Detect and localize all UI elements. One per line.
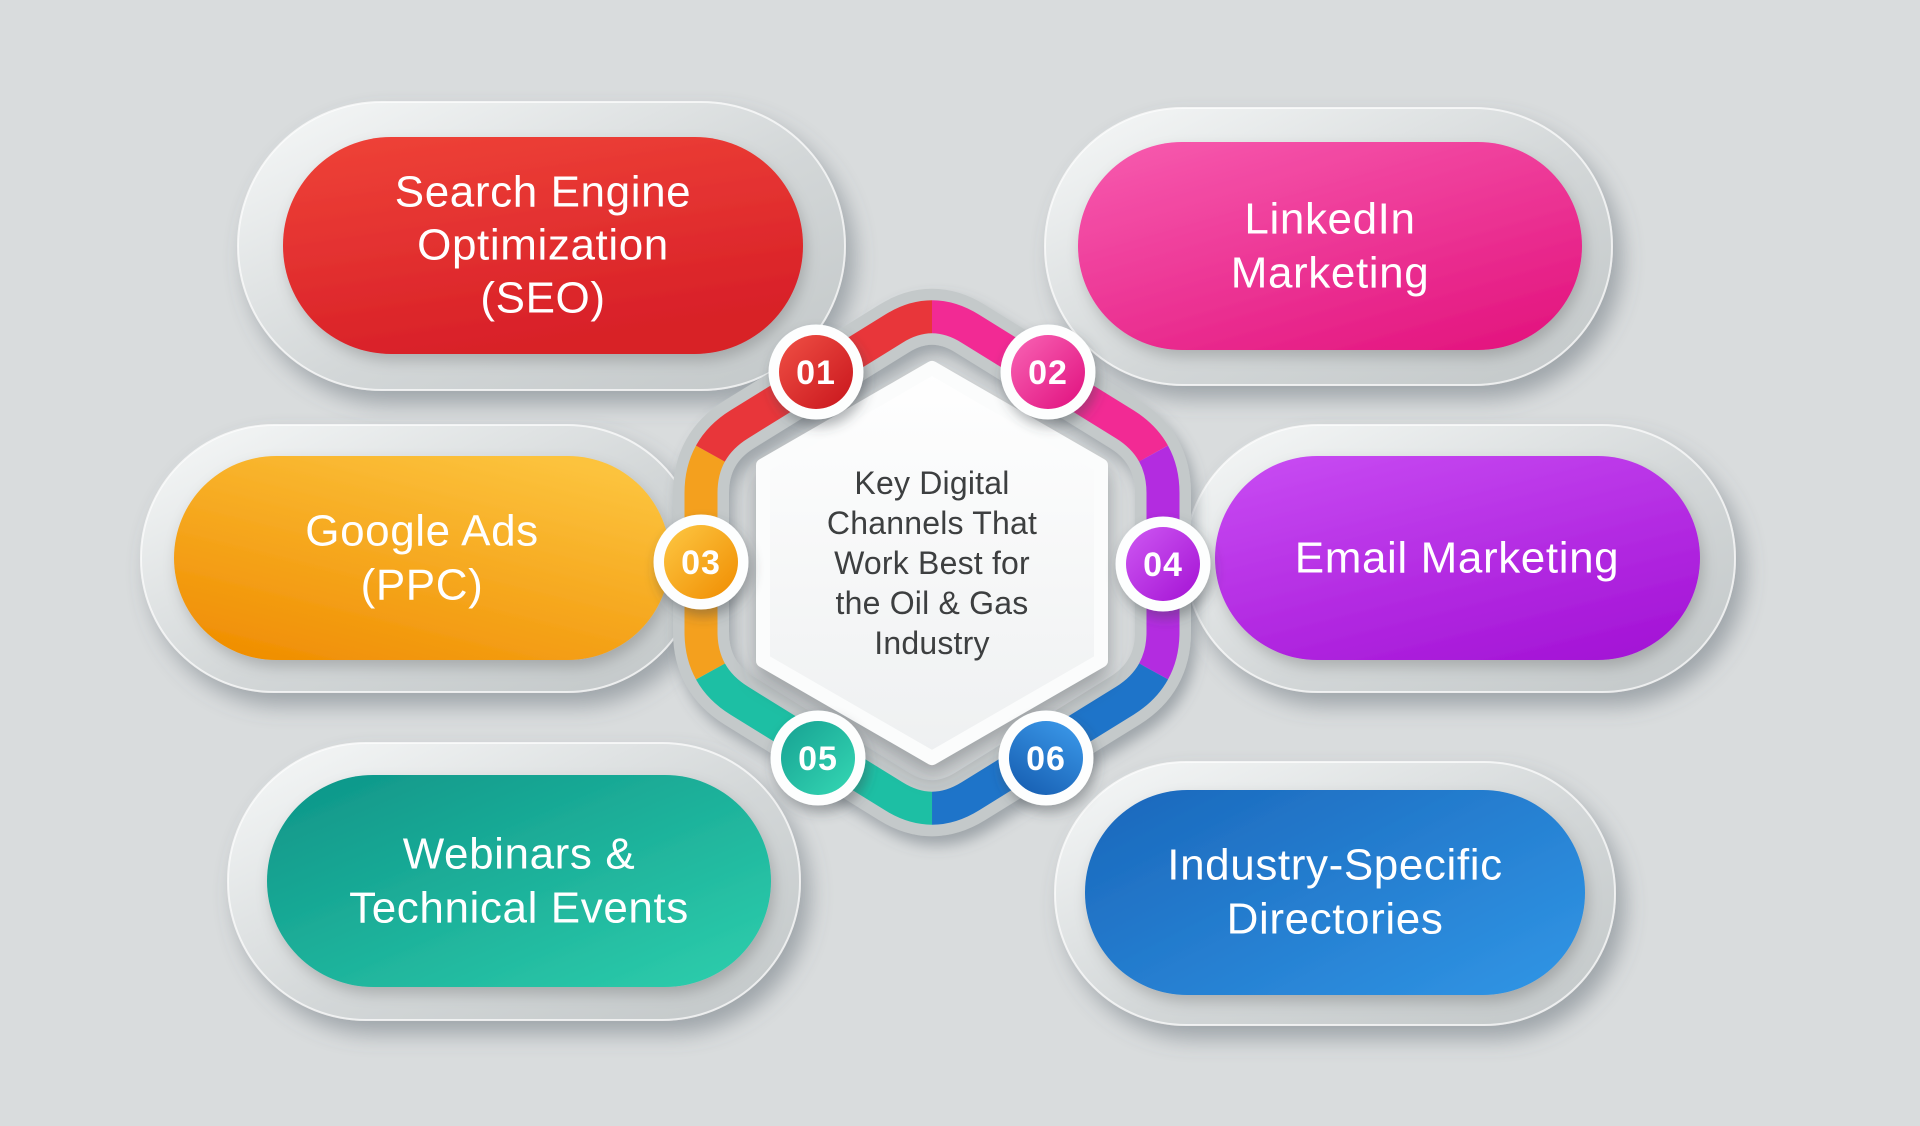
badges: 01 02 03 04 05 06 bbox=[653, 324, 1211, 806]
pill-google-ads: Google Ads (PPC) bbox=[174, 456, 670, 660]
pill-seo-shape bbox=[283, 137, 803, 354]
pill-webinars-line-2: Technical Events bbox=[349, 884, 689, 933]
pill-seo: Search Engine Optimization (SEO) bbox=[283, 137, 803, 354]
badge-06: 06 bbox=[998, 710, 1094, 806]
pill-directories-line-1: Industry-Specific bbox=[1167, 841, 1502, 890]
pill-webinars: Webinars & Technical Events bbox=[267, 775, 771, 987]
pill-google-ads-line-1: Google Ads bbox=[305, 507, 539, 556]
badge-05-number: 05 bbox=[798, 740, 838, 778]
badge-04-number: 04 bbox=[1143, 546, 1183, 584]
pill-email-line-1: Email Marketing bbox=[1295, 534, 1619, 583]
center-title-line-4: the Oil & Gas bbox=[836, 585, 1029, 621]
pill-google-ads-line-2: (PPC) bbox=[361, 561, 484, 610]
center-title-line-1: Key Digital bbox=[854, 465, 1009, 501]
badge-05-circle bbox=[781, 721, 855, 795]
badge-05: 05 bbox=[770, 710, 866, 806]
pill-linkedin-shape bbox=[1078, 142, 1582, 350]
pill-email: Email Marketing bbox=[1215, 456, 1700, 660]
pill-google-ads-shape bbox=[174, 456, 670, 660]
pill-webinars-shape bbox=[267, 775, 771, 987]
pill-webinars-line-1: Webinars & bbox=[403, 830, 636, 879]
pill-seo-line-3: (SEO) bbox=[480, 274, 605, 323]
pills: Search Engine Optimization (SEO) LinkedI… bbox=[174, 137, 1700, 995]
badge-06-number: 06 bbox=[1026, 740, 1066, 778]
center-hexagon-shape bbox=[756, 361, 1108, 765]
pill-linkedin-line-2: Marketing bbox=[1231, 249, 1430, 298]
pill-directories-shape bbox=[1085, 790, 1585, 995]
badge-01-circle bbox=[779, 335, 853, 409]
center-title-line-5: Industry bbox=[874, 625, 989, 661]
badge-02-circle bbox=[1011, 335, 1085, 409]
badge-01-number: 01 bbox=[796, 354, 836, 392]
pill-seo-line-2: Optimization bbox=[417, 221, 669, 270]
pill-directories-line-2: Directories bbox=[1227, 895, 1444, 944]
pill-linkedin: LinkedIn Marketing bbox=[1078, 142, 1582, 350]
pill-email-shape bbox=[1215, 456, 1700, 660]
center-title-line-2: Channels That bbox=[827, 505, 1037, 541]
badge-02: 02 bbox=[1000, 324, 1096, 420]
badge-03-circle bbox=[664, 525, 738, 599]
badge-06-circle bbox=[1009, 721, 1083, 795]
badge-04: 04 bbox=[1115, 516, 1211, 612]
center-hexagon: Key Digital Channels That Work Best for … bbox=[756, 361, 1108, 765]
pill-linkedin-line-1: LinkedIn bbox=[1244, 195, 1415, 244]
badge-04-circle bbox=[1126, 527, 1200, 601]
center-title-line-3: Work Best for bbox=[834, 545, 1030, 581]
center-title: Key Digital Channels That Work Best for … bbox=[827, 465, 1037, 661]
pill-directories: Industry-Specific Directories bbox=[1085, 790, 1585, 995]
badge-03-number: 03 bbox=[681, 544, 721, 582]
badge-03: 03 bbox=[653, 514, 749, 610]
pill-seo-line-1: Search Engine bbox=[395, 168, 691, 217]
badge-02-number: 02 bbox=[1028, 354, 1068, 392]
badge-01: 01 bbox=[768, 324, 864, 420]
